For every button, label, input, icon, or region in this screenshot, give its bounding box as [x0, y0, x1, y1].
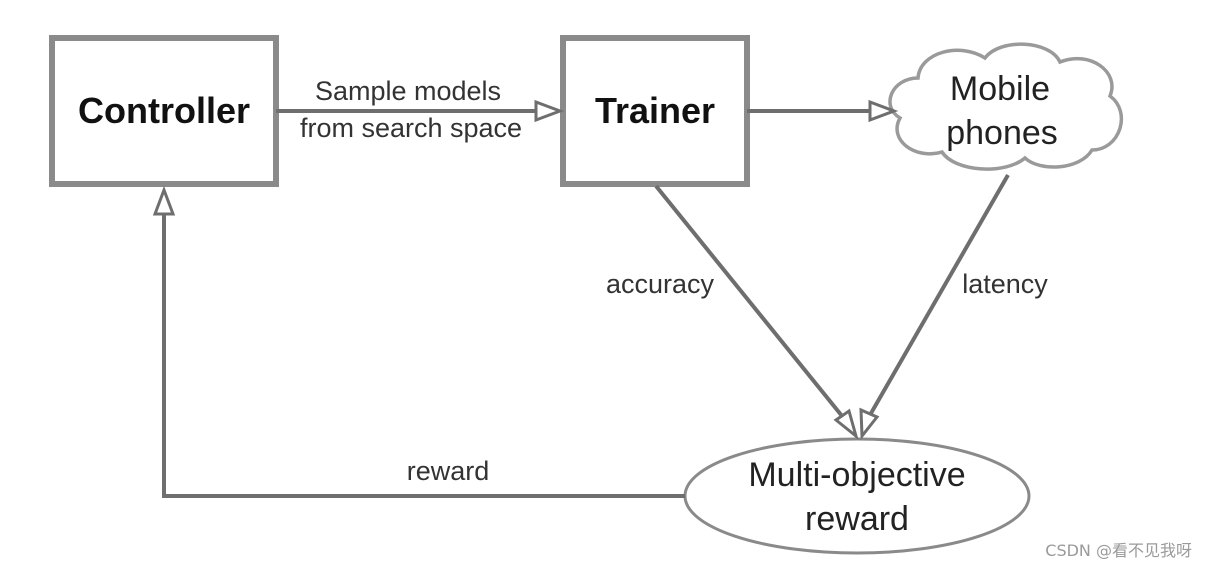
- reward-label-line2: reward: [805, 500, 909, 538]
- edge-controller-to-trainer: Sample models from search space: [276, 76, 565, 143]
- reward-node: Multi-objective reward: [683, 437, 1031, 555]
- mobile-phones-node: Mobile phones: [888, 42, 1123, 171]
- trainer-node: Trainer: [560, 35, 750, 187]
- controller-node: Controller: [49, 35, 279, 187]
- edge-label-sample-line1: Sample models: [315, 76, 501, 106]
- mobile-label-line1: Mobile: [950, 70, 1050, 108]
- arrowhead-icon: [859, 407, 880, 441]
- mobile-label-line2: phones: [946, 114, 1058, 152]
- trainer-label: Trainer: [595, 90, 715, 131]
- edge-label-sample-line2: from search space: [300, 113, 522, 143]
- edge-trainer-to-mobile: [747, 99, 899, 123]
- arrowhead-icon: [833, 408, 859, 441]
- cloud-shape: [888, 42, 1123, 171]
- arrowhead-icon: [152, 185, 176, 216]
- arrowhead-icon: [534, 99, 565, 123]
- edge-reward-to-controller: reward: [152, 185, 685, 498]
- edge-label-accuracy: accuracy: [606, 269, 715, 299]
- reward-label-line1: Multi-objective: [748, 456, 965, 494]
- edge-mobile-to-reward: latency: [859, 174, 1048, 441]
- edge-label-reward: reward: [407, 456, 490, 486]
- edge-trainer-to-reward: accuracy: [606, 184, 859, 441]
- watermark: CSDN @看不见我呀: [1045, 541, 1192, 560]
- edge-label-latency: latency: [962, 269, 1048, 299]
- arrowhead-icon: [868, 99, 899, 123]
- controller-label: Controller: [78, 90, 250, 131]
